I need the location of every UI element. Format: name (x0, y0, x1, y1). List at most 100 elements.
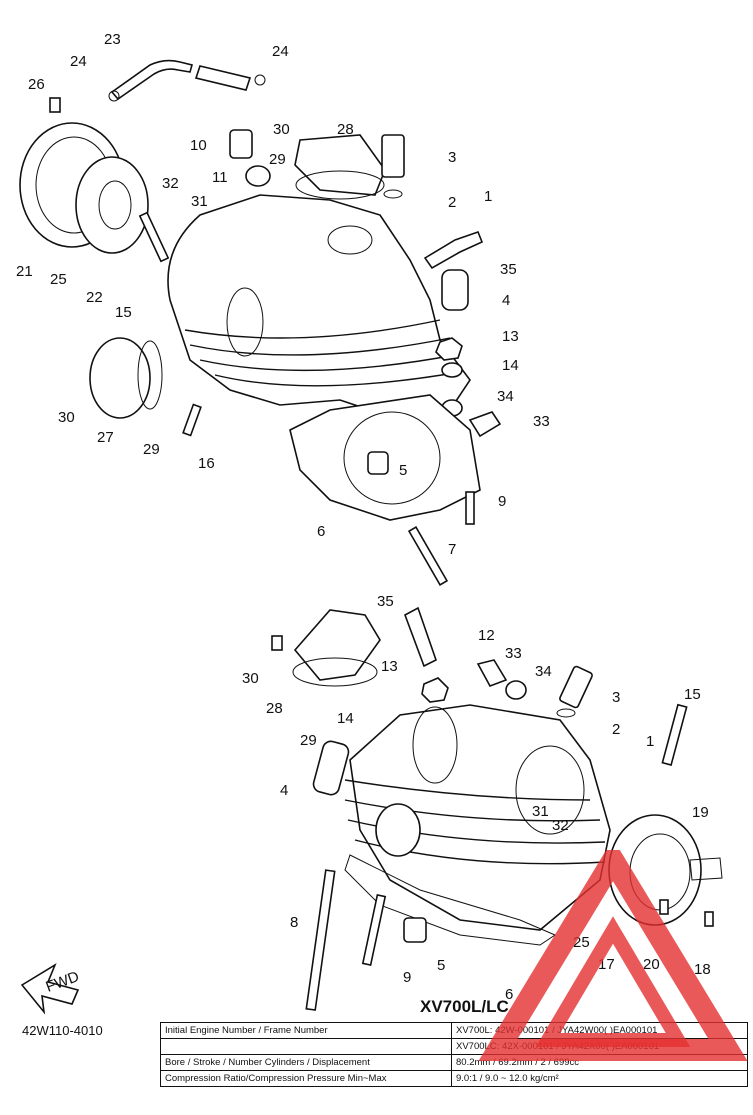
gasket-bore (343, 411, 441, 505)
part-callout-15: 15 (115, 304, 132, 321)
part-callout-34: 34 (497, 388, 514, 405)
spec-label (160, 1038, 452, 1055)
table-row: Compression Ratio/Compression Pressure M… (160, 1070, 748, 1087)
valve-boss (327, 225, 373, 255)
forward-direction-arrow: FWD (20, 963, 82, 1015)
part-callout-4: 4 (502, 292, 510, 309)
part-callout-3: 3 (612, 689, 620, 706)
cap-nut (229, 129, 253, 159)
circlip (383, 189, 403, 199)
part-callout-33: 33 (505, 645, 522, 662)
intake-port (226, 287, 264, 357)
part-callout-24: 24 (272, 43, 289, 60)
table-row: XV700LC: 42X-000101 / JYA42X00( )EA00010… (160, 1038, 748, 1055)
tappet-cover-o-ring (137, 340, 163, 410)
part-callout-14: 14 (502, 357, 519, 374)
part-callout-19: 19 (692, 804, 709, 821)
model-title: XV700L/LC (420, 997, 509, 1016)
valve-chamber (515, 745, 585, 835)
part-callout-9: 9 (498, 493, 506, 510)
part-callout-13: 13 (381, 658, 398, 675)
part-callout-35: 35 (377, 593, 394, 610)
valve-spring (441, 269, 469, 311)
part-callout-12: 12 (478, 627, 495, 644)
screw (49, 97, 61, 113)
bolt (468, 411, 502, 438)
cover-plate-opening (98, 180, 132, 230)
table-row: Initial Engine Number / Frame Number XV7… (160, 1022, 748, 1039)
part-callout-1: 1 (646, 733, 654, 750)
hose-section (194, 65, 252, 91)
screw (659, 899, 669, 915)
part-callout-13: 13 (502, 328, 519, 345)
spec-value: XV700LC: 42X-000101 / JYA42X00( )EA00010… (451, 1038, 748, 1055)
spec-label: Bore / Stroke / Number Cylinders / Displ… (160, 1054, 452, 1071)
part-callout-23: 23 (104, 31, 121, 48)
spark-plug (423, 230, 484, 270)
part-callout-5: 5 (437, 957, 445, 974)
part-callout-28: 28 (266, 700, 283, 717)
dowel-pin (367, 451, 389, 475)
spec-label: Compression Ratio/Compression Pressure M… (160, 1070, 452, 1087)
part-callout-4: 4 (280, 782, 288, 799)
part-callout-21: 21 (16, 263, 33, 280)
valve-cover-gasket (295, 170, 385, 200)
part-callout-3: 3 (448, 149, 456, 166)
part-callout-30: 30 (242, 670, 259, 687)
part-callout-34: 34 (535, 663, 552, 680)
spark-plug (404, 606, 437, 668)
part-callout-27: 27 (97, 429, 114, 446)
part-callout-31: 31 (532, 803, 549, 820)
spec-value: 80.2mm / 69.2mm / 2 / 699cc (451, 1054, 748, 1071)
head-side-cover (608, 814, 702, 926)
part-callout-7: 7 (448, 541, 456, 558)
part-callout-29: 29 (269, 151, 286, 168)
part-callout-22: 22 (86, 289, 103, 306)
spec-value: 9.0:1 / 9.0 ~ 12.0 kg/cm² (451, 1070, 748, 1087)
part-callout-20: 20 (643, 956, 660, 973)
part-callout-29: 29 (143, 441, 160, 458)
hose-clip (108, 90, 120, 102)
valve-cover-gasket (292, 657, 378, 687)
part-callout-2: 2 (612, 721, 620, 738)
part-callout-18: 18 (694, 961, 711, 978)
breather-hose (110, 59, 193, 101)
part-callout-25: 25 (50, 271, 67, 288)
table-row: Bore / Stroke / Number Cylinders / Displ… (160, 1054, 748, 1071)
part-callout-16: 16 (198, 455, 215, 472)
gasket-washer (245, 165, 271, 187)
cover-gasket-plate (75, 156, 149, 254)
part-callout-25: 25 (573, 934, 590, 951)
washer (505, 680, 527, 700)
valve-cover (293, 609, 381, 681)
cooling-fin (199, 354, 456, 372)
spec-label: Initial Engine Number / Frame Number (160, 1022, 452, 1039)
cooling-fin (189, 337, 451, 356)
screw (704, 911, 714, 927)
valve-cover (294, 134, 386, 196)
part-callout-14: 14 (337, 710, 354, 727)
stud-bolt (465, 491, 475, 525)
screw (271, 635, 283, 651)
part-callout-29: 29 (300, 732, 317, 749)
part-callout-32: 32 (162, 175, 179, 192)
part-callout-24: 24 (70, 53, 87, 70)
part-callout-5: 5 (399, 462, 407, 479)
part-callout-30: 30 (58, 409, 75, 426)
part-callout-33: 33 (533, 413, 550, 430)
part-callout-31: 31 (191, 193, 208, 210)
valve-guide (381, 134, 405, 178)
washer (441, 362, 463, 378)
part-callout-30: 30 (273, 121, 290, 138)
part-callout-6: 6 (317, 523, 325, 540)
nut (435, 337, 463, 361)
bolt (476, 659, 508, 687)
spec-value: XV700L: 42W-000101 / JYA42W00( )EA000101 (451, 1022, 748, 1039)
stud-bolt (305, 869, 336, 1011)
cooling-fin (214, 371, 461, 387)
dowel-pin (403, 917, 427, 943)
part-callout-17: 17 (598, 956, 615, 973)
part-callout-8: 8 (290, 914, 298, 931)
part-callout-11: 11 (212, 169, 228, 186)
